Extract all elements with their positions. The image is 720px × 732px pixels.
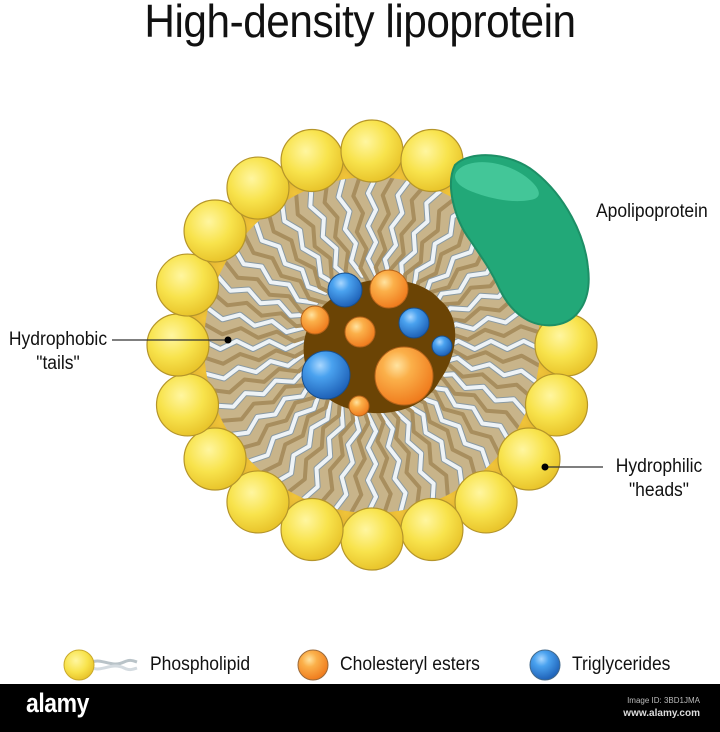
legend-label-triglycerides: Triglycerides [572, 654, 671, 675]
hydrophobic-pointer-dot [224, 336, 232, 344]
hydrophobic-tails-label: Hydrophobic "tails" [3, 328, 113, 376]
phospholipid-icon [63, 649, 138, 681]
hydrophilic-pointer-dot [541, 463, 549, 471]
legend: Phospholipid Cholesteryl esters [0, 648, 720, 682]
legend-label-cholesteryl-esters: Cholesteryl esters [340, 654, 480, 675]
watermark-footer: alamy Image ID: 3BD1JMA www.alamy.com [0, 684, 720, 732]
cholesteryl-ester-sphere [348, 395, 370, 417]
leader-lines [112, 336, 603, 471]
cholesteryl-ester-sphere [374, 346, 434, 406]
alamy-logo[interactable]: alamy [26, 688, 89, 718]
hdl-particle-diagram [112, 119, 603, 571]
hydrophilic-heads-label: Hydrophilic "heads" [608, 455, 709, 503]
hydrophobic-label-line2: "tails" [36, 353, 80, 374]
hydrophilic-heads [146, 119, 598, 571]
core [300, 269, 456, 417]
apolipoprotein [449, 154, 590, 327]
triglyceride-sphere [431, 335, 453, 357]
image-id: Image ID: 3BD1JMA [627, 696, 700, 705]
cholesteryl-ester-sphere [369, 269, 409, 309]
cholesteryl-ester-sphere [300, 305, 330, 335]
site-link[interactable]: www.alamy.com [623, 708, 700, 719]
legend-item-phospholipid: Phospholipid [62, 648, 259, 682]
triglyceride-sphere [301, 350, 351, 400]
legend-item-triglycerides: Triglycerides [528, 648, 679, 682]
diagram-title: High-density lipoprotein [144, 0, 576, 47]
apolipoprotein-label: Apolipoprotein [596, 200, 708, 224]
legend-label-phospholipid: Phospholipid [150, 654, 251, 675]
triglyceride-sphere [327, 272, 363, 308]
blue-sphere-icon [529, 649, 561, 681]
cholesteryl-ester-sphere [344, 316, 376, 348]
legend-item-cholesteryl-esters: Cholesteryl esters [296, 648, 492, 682]
hydrophilic-label-line2: "heads" [628, 480, 690, 501]
orange-sphere-icon [297, 649, 329, 681]
hydrophobic-label-line1: Hydrophobic [8, 329, 108, 350]
hydrophilic-label-line1: Hydrophilic [615, 456, 703, 477]
apolipoprotein-label-text: Apolipoprotein [596, 201, 708, 222]
triglyceride-sphere [398, 307, 430, 339]
